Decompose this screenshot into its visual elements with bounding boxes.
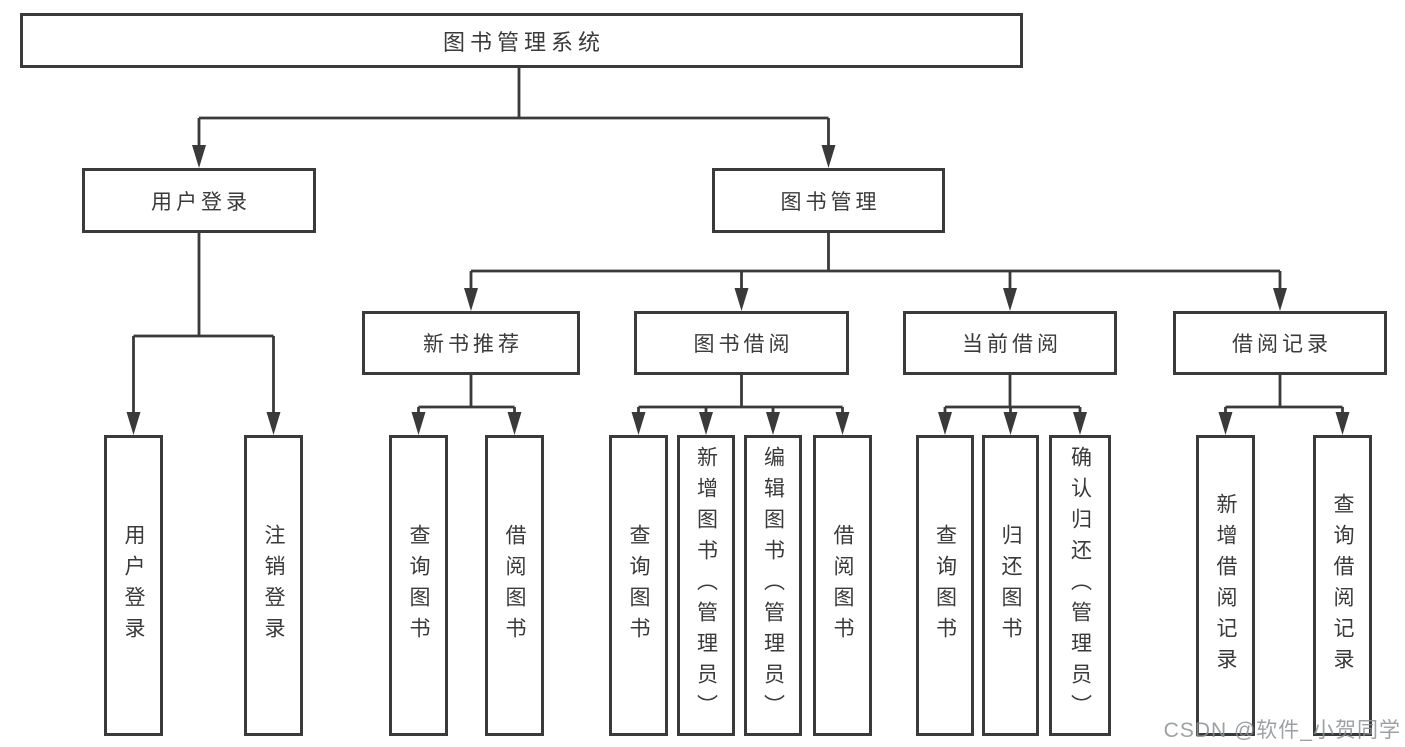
leaf-borrow-books: 借阅图书	[813, 435, 872, 736]
leaf-user-login: 用户登录	[104, 435, 163, 736]
node-current-borrowing-label: 当前借阅	[962, 333, 1062, 356]
csdn-watermark: CSDN @软件_小贺同学	[1163, 719, 1401, 742]
node-book-borrowing-label: 图书借阅	[693, 333, 794, 356]
node-new-book-recommendation-label: 新书推荐	[423, 333, 523, 356]
leaf-query-books-recommend-label: 查询图书	[407, 523, 430, 648]
leaf-query-books-recommend: 查询图书	[389, 435, 448, 736]
node-book-management-label: 图书管理	[780, 190, 881, 214]
leaf-query-books-current-label: 查询图书	[933, 523, 957, 648]
leaf-query-books-borrow-label: 查询图书	[627, 523, 650, 648]
node-user-login-label: 用户登录	[151, 190, 251, 214]
leaf-return-books: 归还图书	[982, 435, 1039, 736]
leaf-query-books-current: 查询图书	[916, 435, 974, 736]
leaf-logout: 注销登录	[244, 435, 303, 736]
leaf-add-books-admin-label: 新增图书（管理员）	[694, 446, 718, 725]
leaf-edit-books-admin: 编辑图书（管理员）	[744, 435, 802, 736]
node-current-borrowing: 当前借阅	[903, 311, 1117, 375]
node-borrowing-records: 借阅记录	[1173, 311, 1387, 375]
node-user-login: 用户登录	[82, 168, 316, 233]
node-borrowing-records-label: 借阅记录	[1232, 333, 1332, 356]
leaf-query-borrow-record-label: 查询借阅记录	[1331, 492, 1354, 679]
arrowheads	[126, 145, 1350, 435]
node-library-management-system-label: 图书管理系统	[442, 29, 605, 55]
node-book-management: 图书管理	[712, 168, 945, 233]
leaf-borrow-books-recommend-label: 借阅图书	[503, 523, 526, 648]
node-book-borrowing: 图书借阅	[634, 311, 849, 375]
leaf-query-books-borrow: 查询图书	[609, 435, 668, 736]
leaf-borrow-books-label: 借阅图书	[831, 523, 854, 648]
leaf-add-books-admin: 新增图书（管理员）	[677, 435, 735, 736]
leaf-logout-label: 注销登录	[262, 523, 285, 648]
leaf-user-login-label: 用户登录	[122, 523, 145, 648]
node-library-management-system: 图书管理系统	[20, 13, 1023, 68]
leaf-confirm-return-admin: 确认归还（管理员）	[1049, 435, 1111, 736]
leaf-edit-books-admin-label: 编辑图书（管理员）	[761, 446, 785, 725]
leaf-confirm-return-admin-label: 确认归还（管理员）	[1068, 446, 1092, 725]
leaf-add-borrow-record-label: 新增借阅记录	[1214, 492, 1237, 679]
leaf-query-borrow-record: 查询借阅记录	[1313, 435, 1372, 736]
node-new-book-recommendation: 新书推荐	[362, 311, 580, 375]
leaf-return-books-label: 归还图书	[999, 523, 1022, 648]
leaf-add-borrow-record: 新增借阅记录	[1196, 435, 1255, 736]
leaf-borrow-books-recommend: 借阅图书	[485, 435, 544, 736]
